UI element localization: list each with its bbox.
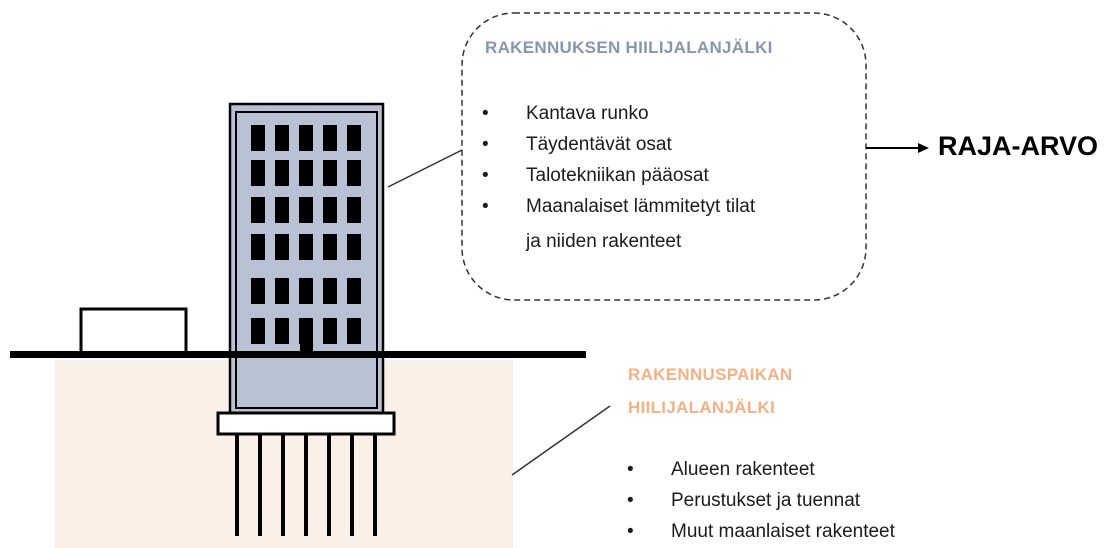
building-window — [251, 125, 265, 151]
building-window — [347, 197, 361, 223]
site-leader-line — [511, 405, 611, 476]
site-item-alueen-rakenteet: Alueen rakenteet — [627, 454, 895, 485]
building-window — [299, 318, 313, 344]
foundation-pile — [304, 434, 308, 536]
foundation-piles — [235, 434, 377, 536]
building-window — [323, 234, 337, 260]
foundation-slab — [216, 411, 396, 436]
building-window — [251, 278, 265, 304]
building-window — [299, 234, 313, 260]
building-window — [347, 160, 361, 186]
building-window — [323, 197, 337, 223]
main-building — [228, 102, 385, 416]
building-callout-list: Kantava runko Täydentävät osat Talotekni… — [482, 98, 755, 222]
building-window — [347, 234, 361, 260]
building-window — [275, 197, 289, 223]
building-window — [251, 318, 265, 344]
building-window — [323, 278, 337, 304]
building-item-taydentavat-osat: Täydentävät osat — [482, 129, 755, 160]
building-window — [275, 318, 289, 344]
site-item-perustukset: Perustukset ja tuennat — [627, 485, 895, 516]
building-window — [299, 197, 313, 223]
building-window — [323, 160, 337, 186]
building-item-kantava-runko: Kantava runko — [482, 98, 755, 129]
result-label: RAJA-ARVO — [938, 131, 1099, 161]
site-callout-title-line1: RAKENNUSPAIKAN — [628, 365, 793, 384]
building-window — [275, 125, 289, 151]
building-window — [323, 125, 337, 151]
building-callout-box — [461, 12, 867, 301]
building-window — [275, 234, 289, 260]
building-door — [300, 340, 313, 354]
building-inner-frame — [235, 111, 378, 409]
foundation-pile — [350, 434, 354, 536]
building-item-maanalaiset-tilat: Maanalaiset lämmitetyt tilat — [482, 191, 755, 222]
building-window — [347, 318, 361, 344]
building-window — [251, 197, 265, 223]
building-window — [347, 125, 361, 151]
building-window — [251, 234, 265, 260]
small-building — [79, 307, 188, 355]
foundation-pile — [258, 434, 262, 536]
building-windows — [251, 125, 361, 354]
site-callout-list: Alueen rakenteet Perustukset ja tuennat … — [627, 454, 895, 547]
building-window — [299, 125, 313, 151]
foundation-pile — [235, 434, 239, 536]
foundation-pile — [281, 434, 285, 536]
ground-line — [10, 351, 586, 358]
building-window — [251, 160, 265, 186]
building-leader-line — [387, 149, 463, 188]
building-window — [299, 278, 313, 304]
foundation-pile — [327, 434, 331, 536]
building-item-talotekniikka: Talotekniikan pääosat — [482, 160, 755, 191]
site-item-muut-rakenteet: Muut maanlaiset rakenteet — [627, 516, 895, 547]
building-callout-title: RAKENNUKSEN HIILIJALANJÄLKI — [485, 38, 773, 57]
building-window — [275, 278, 289, 304]
site-callout-title-line2: HIILIJALANJÄLKI — [628, 398, 776, 417]
building-window — [323, 318, 337, 344]
building-window — [275, 160, 289, 186]
result-arrow-head — [918, 143, 929, 153]
building-window — [347, 278, 361, 304]
foundation-pile — [373, 434, 377, 536]
building-item-continuation: ja niiden rakenteet — [526, 231, 682, 252]
building-window — [299, 160, 313, 186]
